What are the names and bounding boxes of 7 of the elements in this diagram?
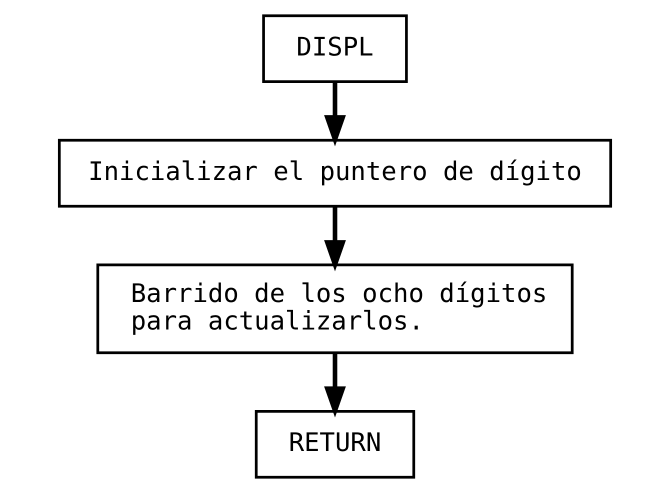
- arrow: [324, 82, 346, 146]
- arrow: [324, 206, 346, 272]
- node-box: Barrido de los ocho dígitos para actualizarlos.: [96, 263, 574, 354]
- arrow: [324, 353, 346, 418]
- node-box: RETURN: [254, 410, 416, 479]
- node-box: Inicializar el puntero de dígito: [58, 138, 612, 208]
- node-box: DISPL: [262, 14, 408, 84]
